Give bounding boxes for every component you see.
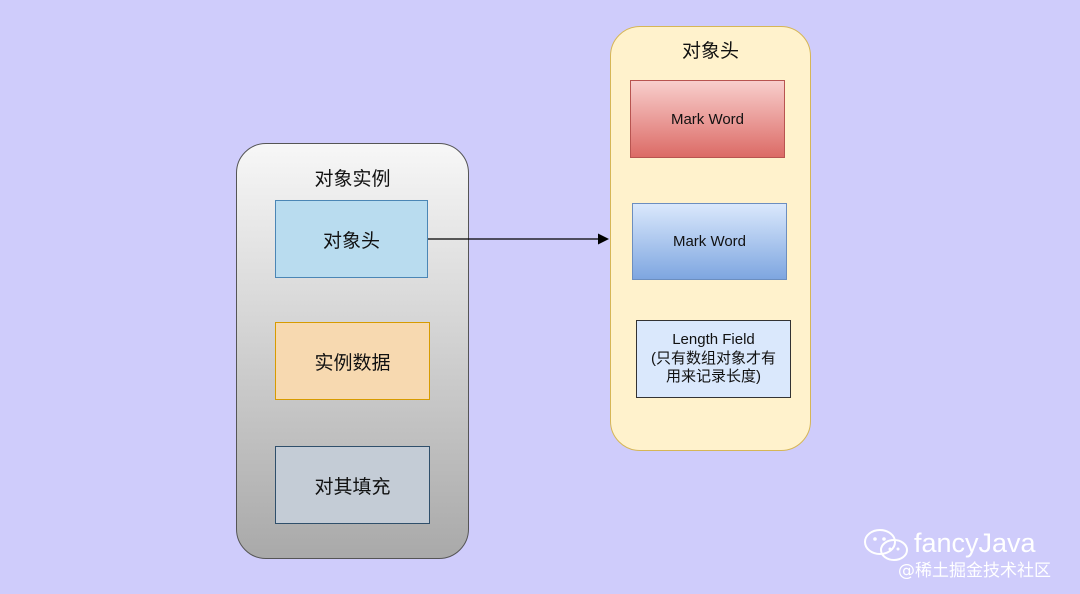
instance-data-box: 实例数据 — [275, 322, 430, 400]
object-header-title: 对象头 — [681, 40, 739, 62]
mark-word-box-blue: Mark Word — [632, 203, 787, 280]
object-header-box: 对象头 — [275, 200, 428, 278]
alignment-padding-box: 对其填充 — [275, 446, 430, 524]
wechat-icon — [864, 529, 908, 561]
length-field-line2: (只有数组对象才有 — [651, 349, 776, 367]
object-instance-title: 对象实例 — [314, 168, 391, 190]
watermark: fancyJava @稀土掘金技术社区 — [862, 528, 1072, 588]
length-field-line1: Length Field — [672, 330, 755, 348]
watermark-site: @稀土掘金技术社区 — [898, 561, 1051, 581]
watermark-brand: fancyJava — [914, 528, 1036, 558]
length-field-line3: 用来记录长度) — [666, 368, 761, 386]
mark-word-box-red: Mark Word — [630, 80, 785, 158]
length-field-box: Length Field (只有数组对象才有 用来记录长度) — [636, 320, 791, 398]
